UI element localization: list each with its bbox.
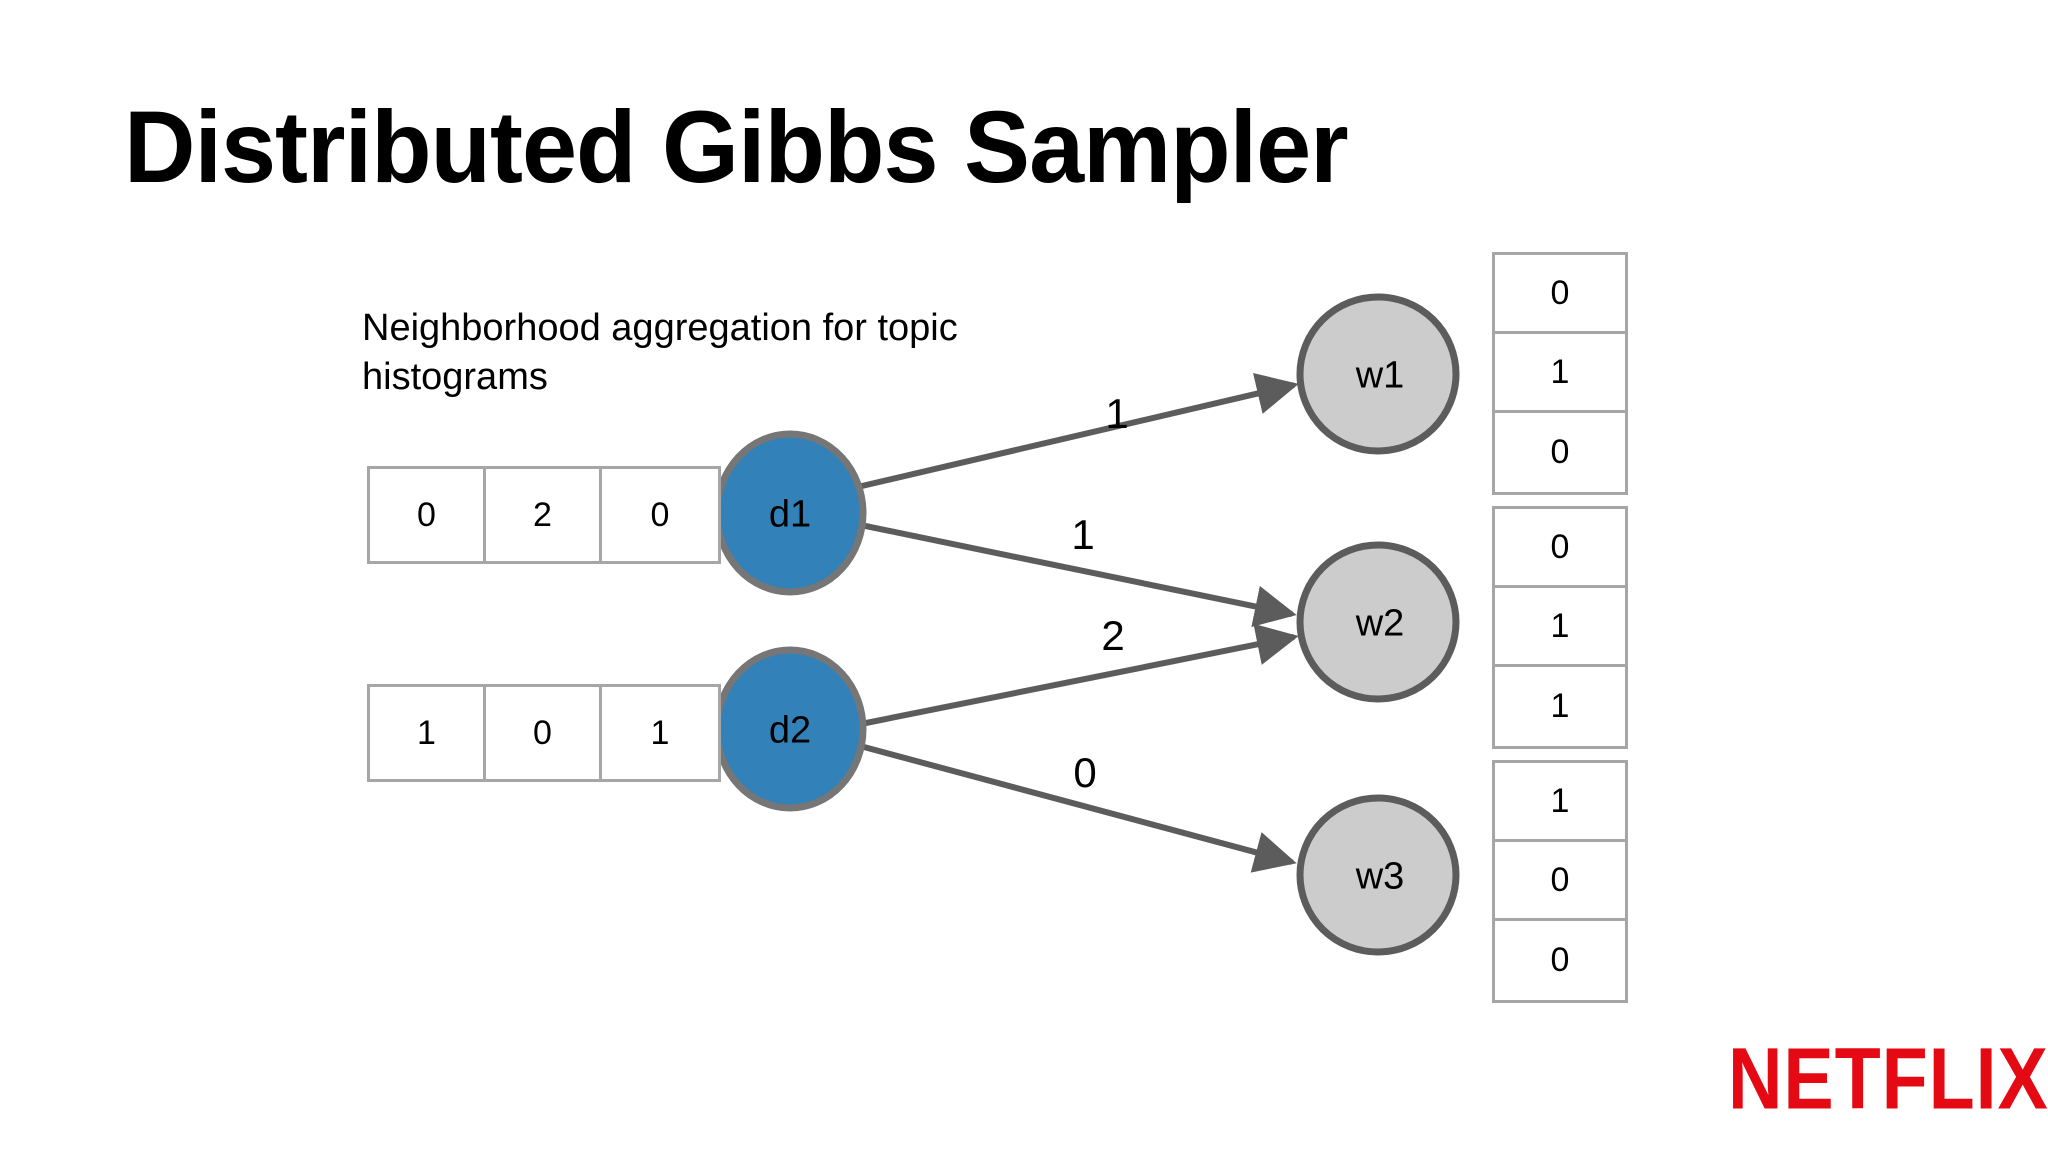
edge-weight-d2-w3: 0 xyxy=(1073,749,1097,796)
edge-d2-w3 xyxy=(848,740,1297,873)
histogram-w3: 1 0 0 xyxy=(1492,760,1628,1003)
edge-d1-w1 xyxy=(848,373,1299,492)
histogram-cell: 0 xyxy=(370,469,486,561)
histogram-cell: 2 xyxy=(486,469,602,561)
histogram-cell: 0 xyxy=(1495,842,1625,921)
histogram-cell: 0 xyxy=(1495,413,1625,492)
netflix-logo: NETFLIX xyxy=(1728,1031,2048,1128)
histogram-w2: 0 1 1 xyxy=(1492,506,1628,749)
histogram-d1: 0 2 0 xyxy=(367,466,721,564)
histogram-cell: 1 xyxy=(1495,763,1625,842)
edge-weight-d1-w1: 1 xyxy=(1105,390,1129,437)
histogram-cell: 0 xyxy=(1495,921,1625,1000)
edge-d2-w2 xyxy=(850,623,1299,729)
histogram-d2: 1 0 1 xyxy=(367,684,721,782)
edge-group xyxy=(848,373,1299,873)
edge-weight-d1-w2: 1 xyxy=(1071,511,1095,558)
histogram-cell: 1 xyxy=(370,687,486,779)
node-w3[interactable] xyxy=(1296,794,1460,956)
node-w1[interactable] xyxy=(1296,293,1460,455)
caption-text: Neighborhood aggregation for topic histo… xyxy=(362,307,958,398)
node-d2[interactable] xyxy=(713,646,867,812)
histogram-cell: 1 xyxy=(1495,588,1625,667)
histogram-cell: 0 xyxy=(602,469,718,561)
edge-weight-d2-w2: 2 xyxy=(1101,612,1125,659)
histogram-cell: 1 xyxy=(1495,334,1625,413)
histogram-cell: 0 xyxy=(486,687,602,779)
node-w2[interactable] xyxy=(1296,541,1460,703)
histogram-cell: 1 xyxy=(1495,667,1625,746)
histogram-w1: 0 1 0 xyxy=(1492,252,1628,495)
page-title: Distributed Gibbs Sampler xyxy=(124,90,1349,204)
doc-node-group xyxy=(713,430,867,812)
edge-d1-w2 xyxy=(850,520,1297,628)
histogram-cell: 0 xyxy=(1495,255,1625,334)
word-node-group xyxy=(1296,293,1460,956)
node-d1[interactable] xyxy=(713,430,867,596)
histogram-cell: 0 xyxy=(1495,509,1625,588)
histogram-cell: 1 xyxy=(602,687,718,779)
